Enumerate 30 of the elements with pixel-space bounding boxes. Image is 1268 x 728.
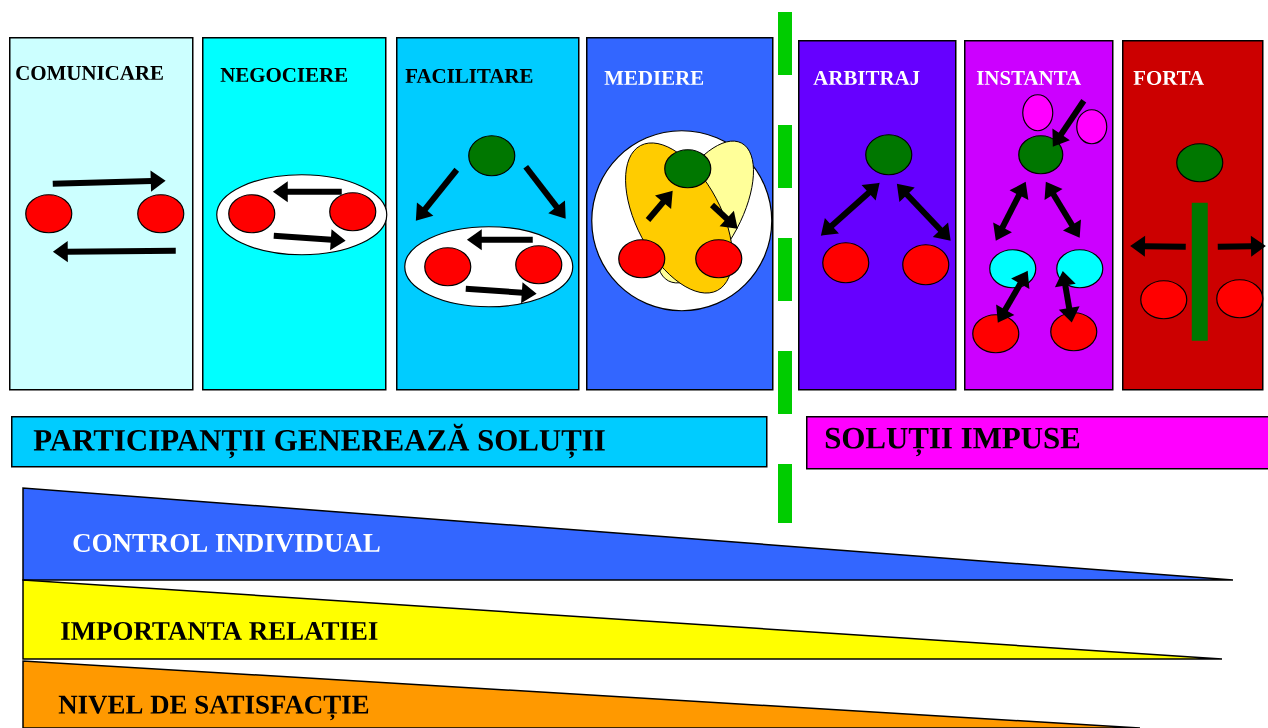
circle	[1176, 143, 1224, 183]
circle	[468, 135, 516, 177]
circle	[515, 245, 563, 285]
circle	[664, 149, 712, 189]
circle	[822, 242, 870, 284]
circle	[902, 244, 950, 286]
panel: ARBITRAJ	[798, 40, 957, 391]
circle	[1056, 249, 1104, 289]
panel: COMUNICARE	[9, 37, 194, 391]
wedge-band: IMPORTANTA RELATIEI	[22, 579, 1223, 660]
circle	[1140, 280, 1188, 320]
circle	[137, 194, 185, 234]
circle	[972, 314, 1020, 354]
circle	[1216, 279, 1264, 319]
circle	[424, 247, 472, 287]
wedge-band: CONTROL INDIVIDUAL	[22, 487, 1234, 581]
circle	[618, 239, 666, 279]
circle	[228, 194, 276, 234]
circle	[695, 239, 743, 279]
circle	[329, 192, 377, 232]
circle	[1022, 94, 1054, 132]
circle	[25, 194, 73, 234]
banner: PARTICIPANȚII GENEREAZĂ SOLUȚII	[11, 416, 768, 468]
banner: SOLUȚII IMPUSE	[806, 416, 1268, 470]
arrow	[709, 202, 738, 229]
wedge-band: NIVEL DE SATISFACȚIE	[22, 660, 1141, 728]
circle	[1050, 312, 1098, 352]
circle	[1018, 135, 1064, 175]
circle	[1076, 109, 1108, 145]
circle	[865, 134, 913, 176]
